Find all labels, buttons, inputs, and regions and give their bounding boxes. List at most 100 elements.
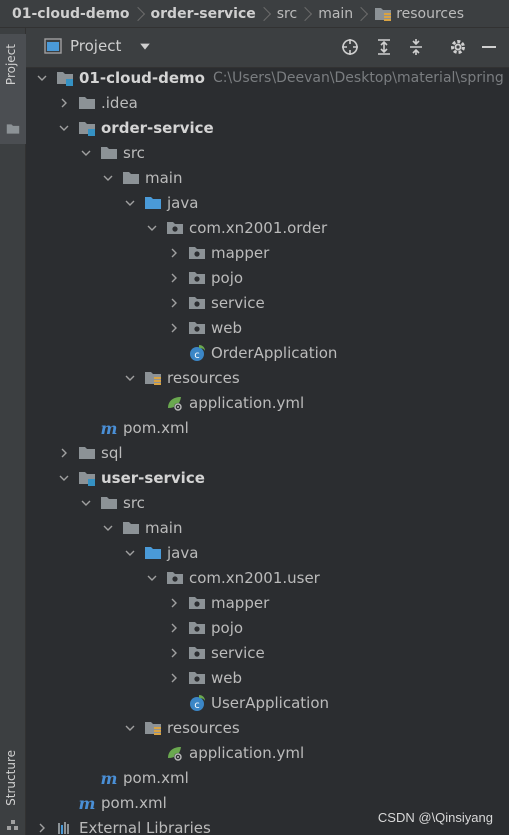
tree-node-service[interactable]: service <box>26 640 509 665</box>
resources-folder-icon <box>144 369 162 387</box>
tree-node-pojo[interactable]: pojo <box>26 265 509 290</box>
tree-node-main[interactable]: main <box>26 515 509 540</box>
chevron-down-icon[interactable] <box>78 140 94 165</box>
chevron-down-icon[interactable] <box>122 365 138 390</box>
chevron-right-icon[interactable] <box>34 815 50 835</box>
tree-node-main[interactable]: main <box>26 165 509 190</box>
structure-tool-tab[interactable]: Structure <box>0 746 26 835</box>
tree-node-web[interactable]: web <box>26 315 509 340</box>
chevron-down-icon[interactable] <box>122 190 138 215</box>
chevron-right-icon[interactable] <box>166 315 182 340</box>
chevron-down-icon[interactable] <box>56 465 72 490</box>
breadcrumb-separator-icon <box>136 3 145 25</box>
tree-node-web[interactable]: web <box>26 665 509 690</box>
tree-node-src[interactable]: src <box>26 490 509 515</box>
tree-node-root-pom[interactable]: pom.xml <box>26 790 509 815</box>
tree-node-java[interactable]: java <box>26 190 509 215</box>
module-folder-icon <box>78 119 96 137</box>
tree-node-mapper[interactable]: mapper <box>26 240 509 265</box>
structure-tool-tab-label: Structure <box>4 750 18 806</box>
tree-node-label: order-service <box>101 118 214 137</box>
tree-node-idea[interactable]: .idea <box>26 90 509 115</box>
settings-icon <box>451 40 465 54</box>
package-icon <box>188 644 206 662</box>
folder-icon <box>100 144 118 162</box>
tree-node-external-libraries[interactable]: External Libraries <box>26 815 509 835</box>
tree-node-label: pojo <box>211 268 244 287</box>
chevron-right-icon[interactable] <box>166 665 182 690</box>
spring-boot-class-icon <box>188 344 206 362</box>
spring-yml-icon <box>166 394 184 412</box>
chevron-down-icon[interactable] <box>122 540 138 565</box>
chevron-right-icon[interactable] <box>56 440 72 465</box>
tree-node-root[interactable]: 01-cloud-demo C:\Users\Deevan\Desktop\ma… <box>26 68 509 90</box>
locate-file-button[interactable] <box>339 36 361 58</box>
project-view-selector[interactable]: Project <box>44 37 151 55</box>
tree-node-order-pom[interactable]: pom.xml <box>26 415 509 440</box>
tree-node-mapper[interactable]: mapper <box>26 590 509 615</box>
tree-node-src[interactable]: src <box>26 140 509 165</box>
tree-node-package[interactable]: com.xn2001.user <box>26 565 509 590</box>
project-panel-header: Project <box>26 28 509 68</box>
tree-node-application-yml[interactable]: application.yml <box>26 390 509 415</box>
breadcrumb-item-resources-label: resources <box>396 5 465 22</box>
chevron-down-icon[interactable] <box>56 115 72 140</box>
package-icon <box>188 594 206 612</box>
tree-node-sql[interactable]: sql <box>26 440 509 465</box>
tree-node-order-service[interactable]: order-service <box>26 115 509 140</box>
package-icon <box>166 219 184 237</box>
chevron-down-icon[interactable] <box>144 215 160 240</box>
package-icon <box>166 569 184 587</box>
tree-node-label: web <box>211 668 243 687</box>
chevron-right-icon[interactable] <box>56 90 72 115</box>
chevron-right-icon[interactable] <box>166 640 182 665</box>
chevron-right-icon[interactable] <box>166 615 182 640</box>
tree-node-application-yml[interactable]: application.yml <box>26 740 509 765</box>
chevron-right-icon[interactable] <box>166 240 182 265</box>
chevron-down-icon[interactable] <box>122 715 138 740</box>
spring-boot-class-icon <box>188 694 206 712</box>
chevron-right-icon[interactable] <box>166 590 182 615</box>
chevron-down-icon[interactable] <box>78 490 94 515</box>
tree-node-java[interactable]: java <box>26 540 509 565</box>
tree-node-user-application[interactable]: UserApplication <box>26 690 509 715</box>
breadcrumb-item-src[interactable]: src <box>276 5 298 22</box>
chevron-down-icon[interactable] <box>34 68 50 90</box>
tool-window-strip: Project Structure <box>0 28 26 835</box>
module-folder-icon <box>78 469 96 487</box>
expand-all-button[interactable] <box>373 36 395 58</box>
tree-node-label: com.xn2001.order <box>189 218 328 237</box>
breadcrumb-item-module[interactable]: order-service <box>150 5 256 22</box>
dropdown-arrow-icon <box>140 43 151 50</box>
hide-panel-button[interactable] <box>478 36 500 58</box>
collapse-all-button[interactable] <box>405 36 427 58</box>
tree-node-resources[interactable]: resources <box>26 365 509 390</box>
tree-node-resources[interactable]: resources <box>26 715 509 740</box>
breadcrumb-item-resources[interactable]: resources <box>374 5 464 23</box>
structure-icon <box>7 820 18 830</box>
package-icon <box>188 669 206 687</box>
chevron-down-icon[interactable] <box>100 515 116 540</box>
tree-node-label: src <box>123 493 145 512</box>
breadcrumb-item-project[interactable]: 01-cloud-demo <box>12 5 130 22</box>
chevron-down-icon[interactable] <box>144 565 160 590</box>
breadcrumb: 01-cloud-demo order-service src main res… <box>0 0 509 28</box>
breadcrumb-item-main[interactable]: main <box>318 5 354 22</box>
settings-button[interactable] <box>447 36 469 58</box>
tree-node-user-service[interactable]: user-service <box>26 465 509 490</box>
tree-node-label: src <box>123 143 145 162</box>
folder-icon <box>6 122 20 136</box>
project-tool-tab[interactable]: Project <box>0 34 26 144</box>
tree-node-user-pom[interactable]: pom.xml <box>26 765 509 790</box>
tree-node-label: OrderApplication <box>211 343 338 362</box>
tree-node-package[interactable]: com.xn2001.order <box>26 215 509 240</box>
source-folder-icon <box>144 194 162 212</box>
tree-node-pojo[interactable]: pojo <box>26 615 509 640</box>
tree-node-service[interactable]: service <box>26 290 509 315</box>
tree-node-order-application[interactable]: OrderApplication <box>26 340 509 365</box>
tree-node-label: External Libraries <box>79 818 211 835</box>
chevron-down-icon[interactable] <box>100 165 116 190</box>
chevron-right-icon[interactable] <box>166 290 182 315</box>
tree-node-label: main <box>145 168 183 187</box>
chevron-right-icon[interactable] <box>166 265 182 290</box>
